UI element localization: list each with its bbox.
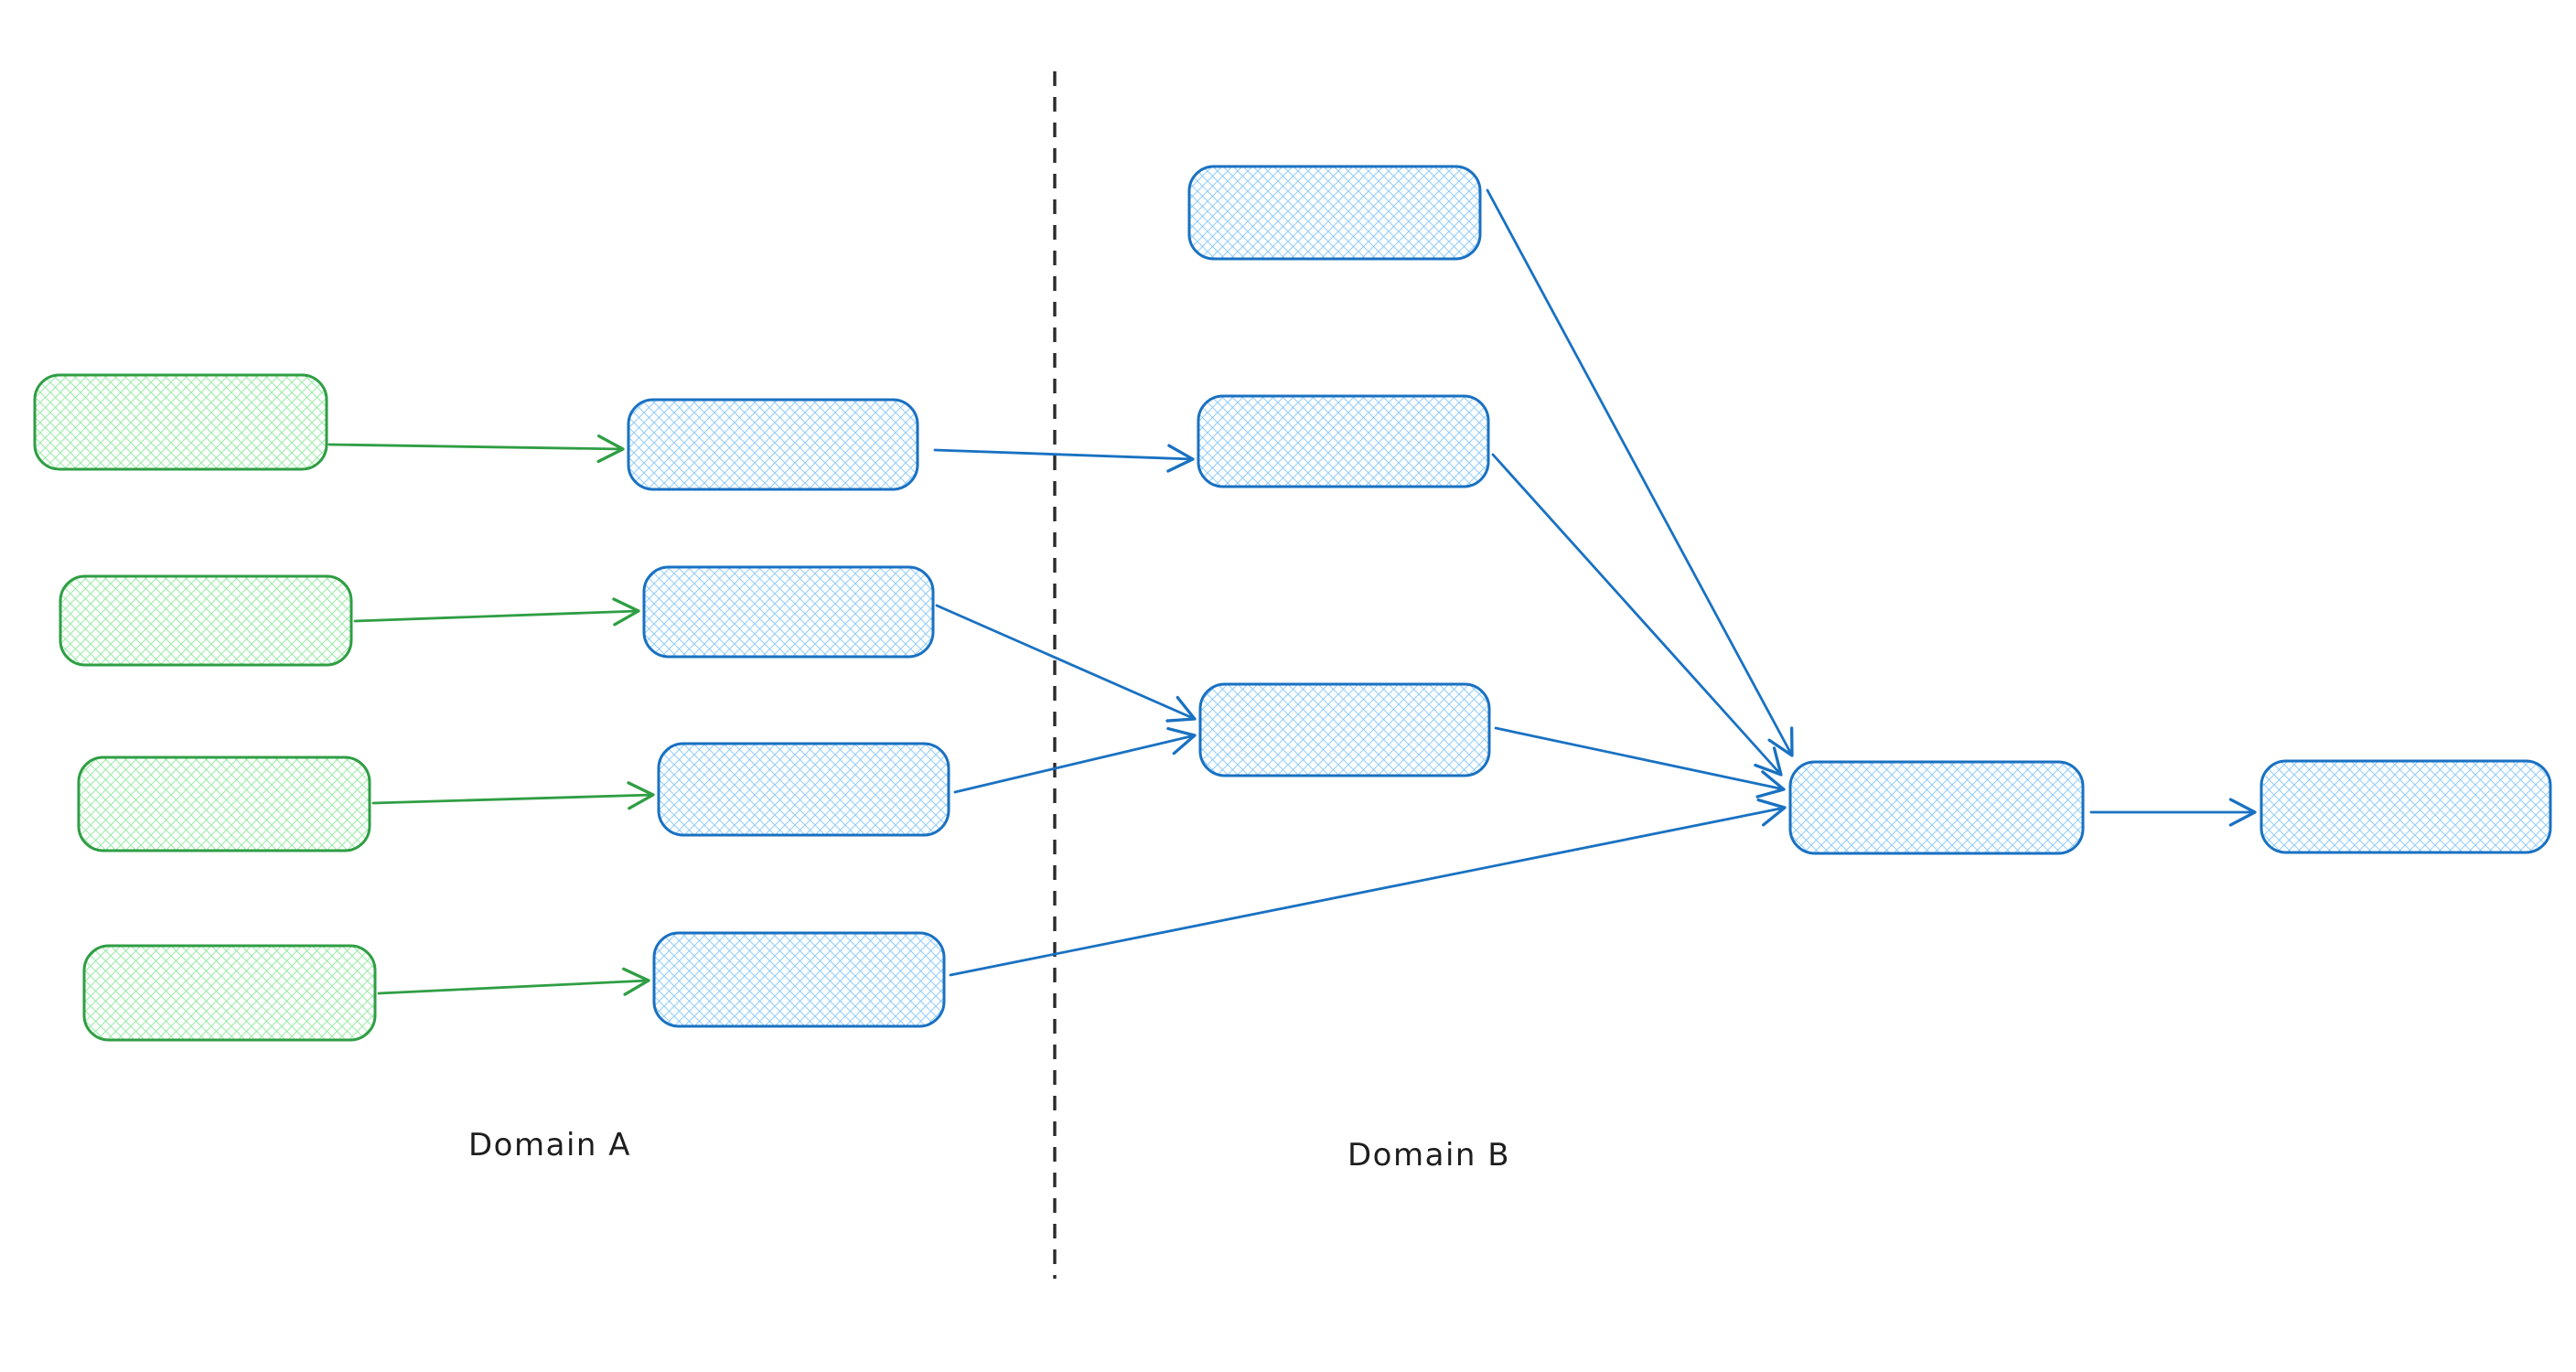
edge-process-1-to-stage-2[interactable] bbox=[933, 444, 1195, 473]
domain-b-label[interactable]: Domain B bbox=[1347, 1137, 1510, 1174]
edge-stage-3-to-hub[interactable] bbox=[1494, 726, 1786, 799]
green-nodes bbox=[33, 373, 377, 1042]
node-domain-a-source-3[interactable] bbox=[77, 756, 371, 852]
edge-source-2-to-process-2[interactable] bbox=[353, 597, 640, 627]
node-domain-b-stage-1[interactable] bbox=[1187, 165, 1482, 261]
green-edges bbox=[327, 434, 655, 996]
node-domain-a-process-2[interactable] bbox=[642, 565, 935, 659]
blue-edges bbox=[933, 188, 2257, 977]
edge-source-3-to-process-3[interactable] bbox=[371, 781, 655, 810]
node-domain-a-process-4[interactable] bbox=[652, 931, 946, 1028]
node-domain-a-process-3[interactable] bbox=[657, 742, 950, 837]
node-domain-a-process-1[interactable] bbox=[627, 398, 919, 491]
blue-nodes bbox=[627, 165, 2552, 1028]
node-domain-b-hub[interactable] bbox=[1788, 760, 2085, 855]
domain-a-label[interactable]: Domain A bbox=[468, 1127, 631, 1163]
edge-source-1-to-process-1[interactable] bbox=[327, 434, 625, 464]
edge-source-4-to-process-4[interactable] bbox=[377, 967, 650, 996]
node-domain-a-source-1[interactable] bbox=[33, 373, 328, 471]
edge-process-3-to-stage-3[interactable] bbox=[953, 726, 1197, 794]
node-domain-b-stage-3[interactable] bbox=[1198, 682, 1491, 777]
edge-process-4-to-hub[interactable] bbox=[949, 798, 1787, 977]
edge-process-2-to-stage-3[interactable] bbox=[935, 604, 1197, 723]
node-domain-a-source-4[interactable] bbox=[82, 944, 377, 1042]
edge-stage-2-to-hub[interactable] bbox=[1491, 453, 1783, 777]
node-domain-a-source-2[interactable] bbox=[59, 574, 353, 667]
node-domain-b-output[interactable] bbox=[2259, 759, 2552, 854]
edge-stage-1-to-hub[interactable] bbox=[1486, 188, 1794, 757]
node-domain-b-stage-2[interactable] bbox=[1197, 394, 1490, 488]
